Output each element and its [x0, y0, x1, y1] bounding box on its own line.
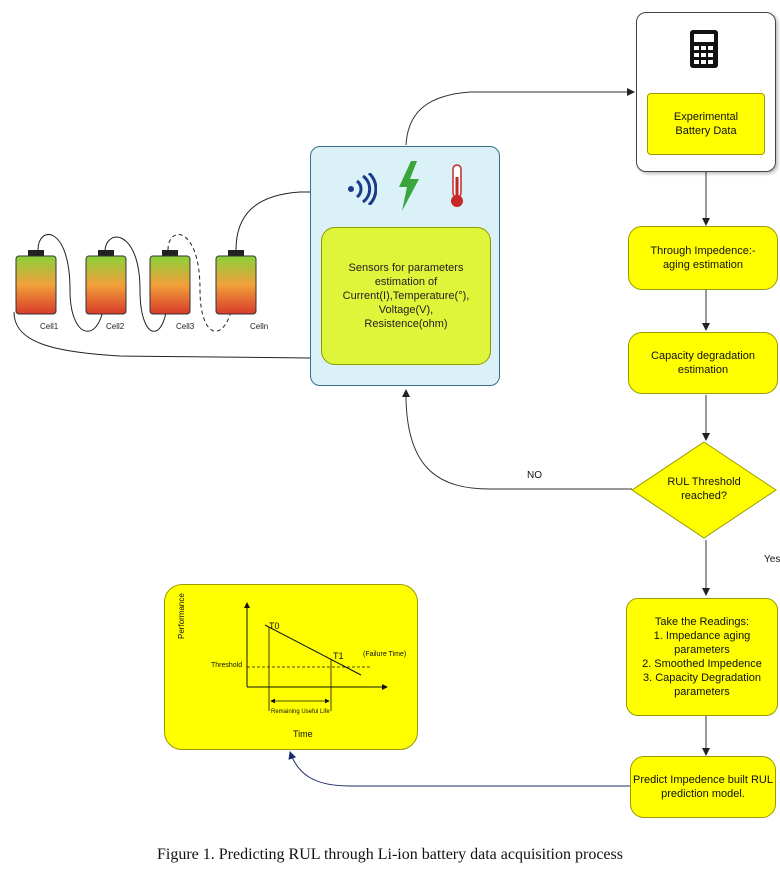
threshold-diamond: [631, 441, 777, 539]
battery-cell-icon: [85, 250, 127, 315]
sensors-box: Sensors for parameters estimation of Cur…: [321, 227, 491, 365]
battery-wire-bottom: [13, 311, 311, 359]
t1-label: T1: [333, 651, 344, 661]
battery-cell-icon: [15, 250, 57, 315]
capacity-degradation-box: Capacity degradation estimation: [628, 332, 778, 394]
threshold-chart-label: Threshold: [211, 662, 243, 669]
rul-ylabel: Performance: [177, 593, 186, 639]
threshold-label: RUL Threshold reached?: [667, 476, 741, 502]
aging-estimation-box: Through Impedence:- aging estimation: [628, 226, 778, 290]
figure-caption: Figure 1. Predicting RUL through Li-ion …: [157, 846, 623, 863]
arrow-no-to-sensors: [402, 389, 632, 490]
battery-cell-icon: [149, 250, 191, 315]
rul-span-label: Remaining Useful Life: [271, 709, 330, 715]
rul-chart-panel: Performance T0 T1 (Failure Time) Thresho…: [164, 584, 418, 750]
cell-label-2: Cell2: [106, 322, 125, 331]
lightning-icon: [399, 161, 419, 211]
battery-cells: [15, 250, 257, 315]
readings-box: Take the Readings: 1. Impedance aging pa…: [626, 598, 778, 716]
failure-time-label: (Failure Time): [363, 651, 407, 658]
arrow-sensors-to-data: [405, 88, 635, 146]
no-branch-label: NO: [527, 470, 542, 481]
arrow-predict-to-chart: [288, 751, 630, 787]
wireless-signal-icon: [348, 173, 377, 205]
calculator-icon: [690, 30, 718, 68]
rul-chart: [244, 602, 388, 711]
rul-xlabel: Time: [293, 729, 313, 739]
t0-label: T0: [269, 621, 280, 631]
cell-label-3: Cell3: [176, 322, 195, 331]
experimental-data-panel: Experimental Battery Data: [636, 12, 776, 172]
sensor-panel: Sensors for parameters estimation of Cur…: [310, 146, 500, 386]
cell-label-n: Celln: [250, 322, 269, 331]
performance-curve: [264, 624, 362, 676]
battery-wire-top: [235, 191, 310, 251]
cell-label-1: Cell1: [40, 322, 59, 331]
thermometer-icon: [451, 164, 463, 207]
predict-box: Predict Impedence built RUL prediction m…: [630, 756, 776, 818]
experimental-data-box: Experimental Battery Data: [647, 93, 765, 155]
battery-wire-dashed: [167, 234, 236, 332]
yes-branch-label: Yes: [764, 554, 780, 565]
battery-cell-icon: [215, 250, 257, 315]
